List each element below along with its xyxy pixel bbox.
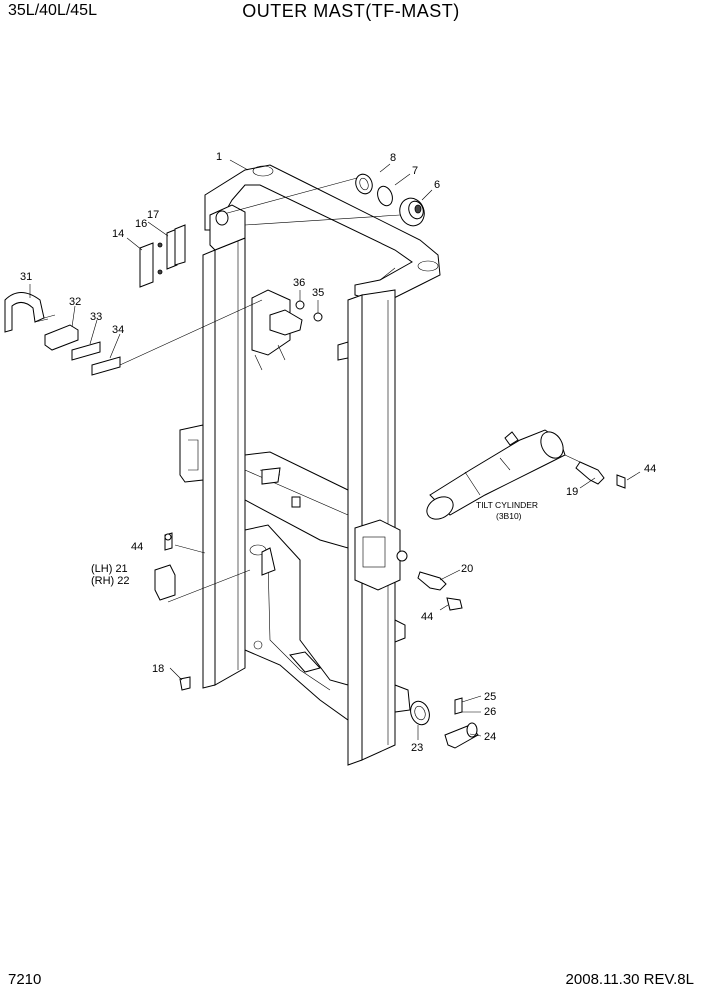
- callout-44-bracket: 44: [131, 541, 143, 553]
- callout-23: 23: [411, 742, 423, 754]
- callout-32: 32: [69, 296, 81, 308]
- plates-14-16-17: [139, 224, 186, 288]
- callout-8: 8: [390, 152, 396, 164]
- page-title: OUTER MAST(TF-MAST): [242, 1, 460, 21]
- callout-24: 24: [484, 731, 496, 743]
- callout-1: 1: [216, 151, 222, 163]
- leader-lines: [29, 159, 641, 740]
- callout-33: 33: [90, 311, 102, 323]
- page-number: 7210: [8, 971, 42, 988]
- callout-14: 14: [112, 228, 124, 240]
- outer-mast-frame: [179, 164, 441, 766]
- sensor-bracket: [251, 289, 323, 371]
- model-label: 35L/40L/45L: [8, 2, 97, 19]
- pin-20: [417, 571, 463, 611]
- callout-19: 19: [566, 486, 578, 498]
- callout-44-cylinder: 44: [644, 463, 656, 475]
- callout-26: 26: [484, 706, 496, 718]
- callout-18: 18: [152, 663, 164, 675]
- callout-31: 31: [20, 271, 32, 283]
- lower-parts: [179, 676, 479, 749]
- date-revision: 2008.11.30 REV.8L: [565, 971, 694, 988]
- callout-7: 7: [412, 165, 418, 177]
- tilt-cylinder-ref: (3B10): [496, 511, 522, 521]
- callout-16: 16: [135, 218, 147, 230]
- roller-parts: [215, 173, 425, 227]
- callout-34: 34: [112, 324, 124, 336]
- callout-17: 17: [147, 209, 159, 221]
- callout-21: (LH) 21: [91, 563, 128, 575]
- callout-20: 20: [461, 563, 473, 575]
- clamp-parts: [4, 292, 121, 376]
- brackets-21-22: [154, 532, 176, 601]
- tilt-cylinder: [426, 429, 626, 520]
- callout-36: 36: [293, 277, 305, 289]
- callout-22: (RH) 22: [91, 575, 130, 587]
- tilt-cylinder-label: TILT CYLINDER: [476, 500, 538, 510]
- callout-44-pin: 44: [421, 611, 433, 623]
- callout-25: 25: [484, 691, 496, 703]
- callout-35: 35: [312, 287, 324, 299]
- callout-6: 6: [434, 179, 440, 191]
